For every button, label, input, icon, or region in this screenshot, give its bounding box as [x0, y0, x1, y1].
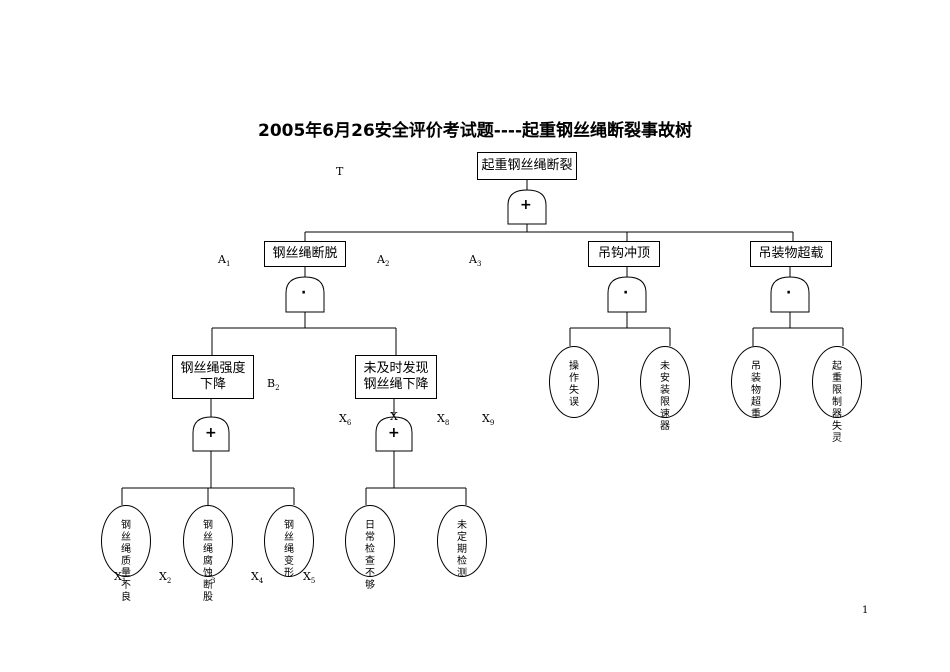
label-a2: A2 — [377, 253, 390, 269]
or-gate-b1 — [192, 416, 230, 452]
event-box-a1: 钢丝绳断脱 — [264, 241, 346, 267]
label-x2: X2 — [159, 570, 172, 586]
or-gate-symbol-b2: + — [388, 425, 400, 441]
event-box-a2: 吊钩冲顶 — [588, 241, 660, 267]
basic-event-x1: 钢丝绳质量不良 — [101, 505, 151, 603]
event-b1-text: 钢丝绳强度 下降 — [180, 361, 246, 392]
label-x4: X4 — [251, 570, 264, 586]
label-x6: X6 — [339, 412, 352, 428]
event-a1-text: 钢丝绳断脱 — [272, 246, 338, 261]
label-x9: X9 — [482, 412, 495, 428]
basic-event-x3: 钢丝绳变形 — [264, 505, 314, 579]
and-gate-a2 — [607, 276, 647, 313]
page-number: 1 — [862, 605, 869, 616]
basic-event-no-limiter: 未安装限速器 — [640, 346, 690, 432]
basic-event-operation-error: 操作失误 — [549, 346, 599, 418]
and-gate-a1 — [285, 276, 325, 313]
label-b2: B2 — [267, 377, 280, 393]
event-box-b1: 钢丝绳强度 下降 — [172, 355, 254, 399]
event-b2-text: 未及时发现 钢丝绳下降 — [363, 361, 429, 392]
and-gate-a3 — [770, 276, 810, 313]
and-gate-symbol-a1: · — [301, 285, 307, 301]
or-gate-symbol-top: + — [520, 197, 532, 213]
basic-event-x6: 日常检查不够 — [345, 505, 395, 591]
label-a1: A1 — [218, 253, 231, 269]
label-x1: X1 — [114, 570, 127, 586]
basic-event-limiter-fail: 起重限制器失灵 — [812, 346, 862, 444]
basic-event-overweight: 吊装物超重 — [731, 346, 781, 420]
label-x8: X8 — [437, 412, 450, 428]
top-event-box: 起重钢丝绳断裂 — [477, 152, 577, 180]
event-a2-text: 吊钩冲顶 — [597, 246, 650, 261]
or-gate-symbol-b1: + — [205, 425, 217, 441]
basic-event-x2: 钢丝绳腐蚀断股 — [183, 505, 233, 603]
label-a3: A3 — [469, 253, 482, 269]
label-x3: 3 — [211, 577, 216, 586]
event-box-b2: 未及时发现 钢丝绳下降 — [355, 355, 437, 399]
diagram-title: 2005年6月26安全评价考试题----起重钢丝绳断裂事故树 — [257, 121, 693, 141]
or-gate-b2 — [375, 416, 413, 452]
and-gate-symbol-a2: · — [623, 285, 629, 301]
top-event-text: 起重钢丝绳断裂 — [481, 158, 573, 173]
event-box-a3: 吊装物超载 — [750, 241, 832, 267]
label-x5: X5 — [303, 570, 316, 586]
or-gate-top — [507, 189, 547, 225]
basic-event-x7: 未定期检测 — [437, 505, 487, 579]
event-a3-text: 吊装物超载 — [758, 246, 824, 261]
label-x7: X — [390, 410, 398, 423]
label-t: T — [336, 165, 344, 178]
and-gate-symbol-a3: · — [786, 285, 792, 301]
